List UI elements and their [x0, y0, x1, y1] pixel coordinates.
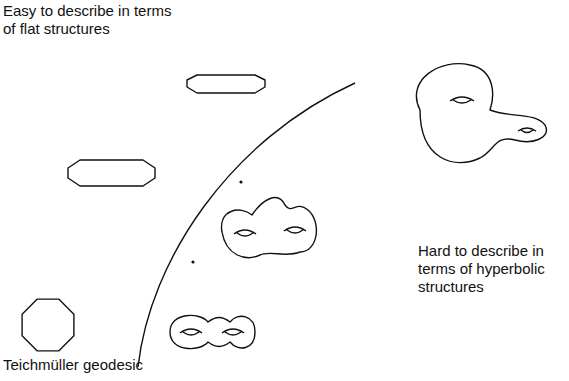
hyperbolic-surface [416, 64, 546, 163]
surface-holes [180, 329, 244, 335]
curve-dot [239, 180, 242, 183]
hyperbolic-surface [222, 198, 317, 258]
flat-octagon [187, 75, 265, 93]
geodesic-curve [138, 83, 355, 367]
annotation-label: Teichmüller geodesic [3, 356, 143, 374]
genus-two-surface [170, 315, 255, 348]
annotation-label: Hard to describe in terms of hyperbolic … [418, 242, 566, 296]
flat-octagon [22, 299, 74, 351]
flat-octagon [68, 160, 155, 186]
surface-holes [234, 227, 306, 236]
surface-holes [450, 97, 536, 133]
annotation-label: Easy to describe in terms of flat struct… [3, 2, 185, 38]
curve-dot [191, 260, 194, 263]
